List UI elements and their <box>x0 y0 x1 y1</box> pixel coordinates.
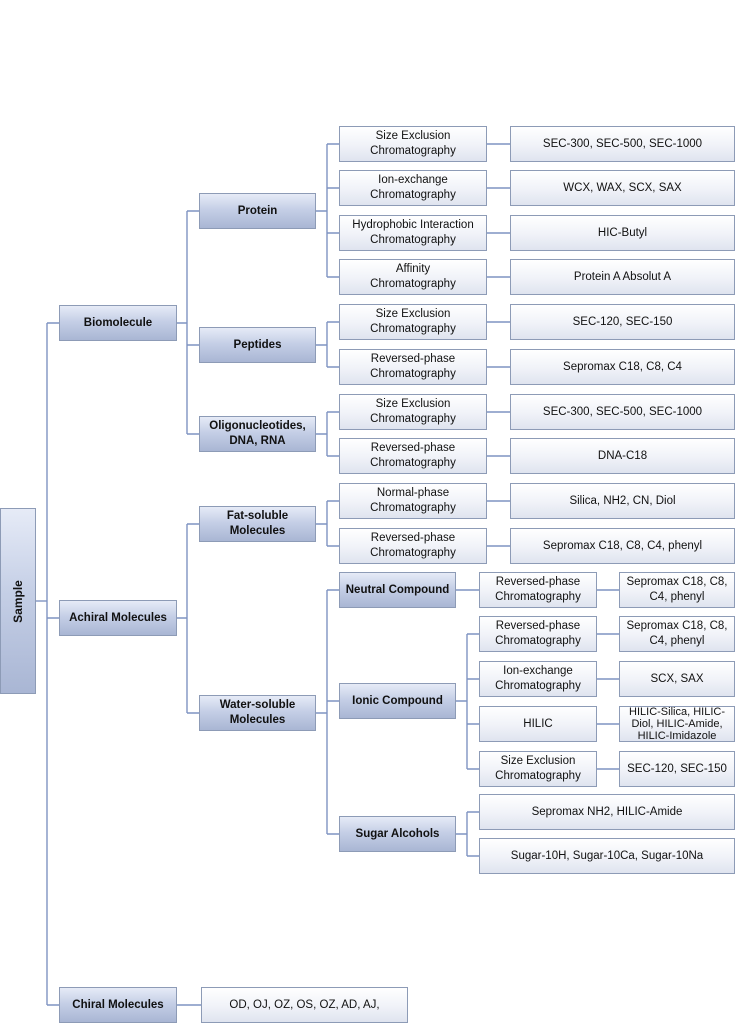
product-oligo-rp: DNA-C18 <box>510 438 735 474</box>
product-sugar-sepromax: Sepromax NH2, HILIC-Amide <box>479 794 735 830</box>
method-oligo-reversed-phase: Reversed-phase Chromatography <box>339 438 487 474</box>
node-biomolecule: Biomolecule <box>59 305 177 341</box>
method-oligo-size-exclusion: Size Exclusion Chromatography <box>339 394 487 430</box>
method-protein-affinity: Affinity Chromatography <box>339 259 487 295</box>
node-peptides: Peptides <box>199 327 316 363</box>
method-ionic-reversed-phase: Reversed-phase Chromatography <box>479 616 597 652</box>
node-sugar-alcohols: Sugar Alcohols <box>339 816 456 852</box>
product-ionic-rp: Sepromax C18, C8, C4, phenyl <box>619 616 735 652</box>
method-protein-hydrophobic: Hydrophobic Interaction Chromatography <box>339 215 487 251</box>
node-neutral-compound: Neutral Compound <box>339 572 456 608</box>
product-oligo-sec: SEC-300, SEC-500, SEC-1000 <box>510 394 735 430</box>
method-peptides-reversed-phase: Reversed-phase Chromatography <box>339 349 487 385</box>
product-ionic-sec: SEC-120, SEC-150 <box>619 751 735 787</box>
product-chiral-columns: OD, OJ, OZ, OS, OZ, AD, AJ, <box>201 987 408 1023</box>
method-ionic-size-exclusion: Size Exclusion Chromatography <box>479 751 597 787</box>
product-neutral-rp: Sepromax C18, C8, C4, phenyl <box>619 572 735 608</box>
product-peptides-sec: SEC-120, SEC-150 <box>510 304 735 340</box>
node-fat-soluble: Fat-soluble Molecules <box>199 506 316 542</box>
node-protein: Protein <box>199 193 316 229</box>
method-fat-reversed-phase: Reversed-phase Chromatography <box>339 528 487 564</box>
method-protein-size-exclusion: Size Exclusion Chromatography <box>339 126 487 162</box>
product-fat-np: Silica, NH2, CN, Diol <box>510 483 735 519</box>
node-ionic-compound: Ionic Compound <box>339 683 456 719</box>
product-protein-affinity: Protein A Absolut A <box>510 259 735 295</box>
method-peptides-size-exclusion: Size Exclusion Chromatography <box>339 304 487 340</box>
product-protein-sec: SEC-300, SEC-500, SEC-1000 <box>510 126 735 162</box>
method-fat-normal-phase: Normal-phase Chromatography <box>339 483 487 519</box>
product-protein-iex: WCX, WAX, SCX, SAX <box>510 170 735 206</box>
product-ionic-iex: SCX, SAX <box>619 661 735 697</box>
product-peptides-rp: Sepromax C18, C8, C4 <box>510 349 735 385</box>
product-protein-hic: HIC-Butyl <box>510 215 735 251</box>
product-sugar-columns: Sugar-10H, Sugar-10Ca, Sugar-10Na <box>479 838 735 874</box>
product-fat-rp: Sepromax C18, C8, C4, phenyl <box>510 528 735 564</box>
node-achiral-molecules: Achiral Molecules <box>59 600 177 636</box>
method-neutral-reversed-phase: Reversed-phase Chromatography <box>479 572 597 608</box>
node-sample-label: Sample <box>10 579 25 623</box>
method-protein-ion-exchange: Ion-exchange Chromatography <box>339 170 487 206</box>
method-ionic-hilic: HILIC <box>479 706 597 742</box>
node-water-soluble: Water-soluble Molecules <box>199 695 316 731</box>
node-sample: Sample <box>0 508 36 694</box>
product-ionic-hilic: HILIC-Silica, HILIC- Diol, HILIC-Amide, … <box>619 706 735 742</box>
node-chiral-molecules: Chiral Molecules <box>59 987 177 1023</box>
method-ionic-ion-exchange: Ion-exchange Chromatography <box>479 661 597 697</box>
node-oligonucleotides: Oligonucleotides, DNA, RNA <box>199 416 316 452</box>
